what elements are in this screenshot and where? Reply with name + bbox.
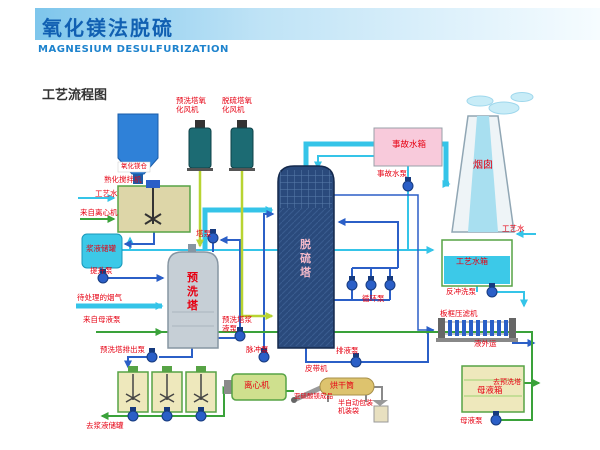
circulation-pump-1-icon bbox=[346, 275, 358, 291]
desulfurization-tower bbox=[277, 165, 335, 349]
label-prewash-fan: 预洗塔氧 化风机 bbox=[176, 96, 206, 114]
page-subtitle: MAGNESIUM DESULFURIZATION bbox=[38, 44, 229, 55]
label-backwash-pump: 反冲洗泵 bbox=[446, 287, 476, 296]
label-tower-pump: 塔泵 bbox=[196, 229, 211, 238]
drying-drum bbox=[319, 377, 375, 402]
label-pulse-pump: 脉冲泵 bbox=[246, 345, 269, 354]
section-heading: 工艺流程图 bbox=[42, 88, 108, 103]
label-packing: 半自动包装 机装袋 bbox=[338, 399, 373, 416]
slurry-tank-1 bbox=[117, 366, 149, 413]
prewash-discharge-pump-icon bbox=[146, 347, 158, 363]
label-prewash-slurry-pump: 预洗塔浆 液泵 bbox=[222, 315, 252, 333]
plate-frame-filter-press bbox=[436, 318, 518, 342]
label-process-water-tank: 工艺水箱 bbox=[456, 257, 488, 266]
mother-liquor-tank bbox=[461, 365, 525, 413]
slaking-mixer-tank bbox=[117, 180, 191, 233]
label-raw-gas: 待处理的烟气 bbox=[77, 293, 122, 302]
prewash-tower bbox=[167, 244, 219, 349]
label-product: 亚硫酸镁成品 bbox=[294, 392, 333, 400]
conveyor-lines bbox=[374, 386, 383, 402]
centrifuge bbox=[224, 373, 287, 401]
label-slaking-mixer: 熟化搅拌机 bbox=[104, 175, 142, 184]
label-from-centrifuge: 来自离心机 bbox=[80, 208, 118, 217]
label-desulf-fan: 脱硫塔氧 化风机 bbox=[222, 96, 252, 114]
slurry-tank-3 bbox=[185, 366, 217, 413]
header-gradient-band bbox=[35, 8, 600, 40]
label-process-water-right: 工艺水 bbox=[502, 224, 525, 233]
label-drying-drum: 烘干筒 bbox=[330, 381, 354, 390]
chimney bbox=[451, 115, 515, 233]
label-mgo-silo: 氧化镁仓 bbox=[121, 162, 147, 170]
desulf-oxidation-fan bbox=[229, 120, 255, 171]
label-chimney: 烟囱 bbox=[473, 160, 493, 171]
label-lift-pump: 提升泵 bbox=[90, 266, 113, 275]
flue-gas-lines bbox=[76, 141, 451, 310]
circulation-pump-3-icon bbox=[384, 275, 396, 291]
label-mother-tank: 母液箱 bbox=[477, 386, 503, 396]
label-accident-pump: 事故水泵 bbox=[377, 169, 407, 178]
mgo-silo bbox=[117, 113, 159, 184]
circulation-pump-2-icon bbox=[365, 275, 377, 291]
slurry-tank-group bbox=[117, 366, 217, 413]
label-filtrate-out: 液外运 bbox=[474, 339, 497, 348]
slurry-tank-2 bbox=[151, 366, 183, 413]
page-title: 氧化镁法脱硫 bbox=[42, 16, 174, 40]
label-process-water-left: 工艺水 bbox=[95, 189, 118, 198]
label-circulation-pump: 循环泵 bbox=[362, 294, 385, 303]
label-desulf-tower: 脱 硫 塔 bbox=[300, 238, 311, 279]
label-accident-tank: 事故水箱 bbox=[392, 140, 427, 150]
clouds bbox=[466, 92, 534, 115]
packing-machine bbox=[372, 400, 389, 423]
label-filter-press: 板框压滤机 bbox=[440, 309, 478, 318]
drain-pump-icon bbox=[350, 352, 362, 368]
slurry-lines bbox=[100, 194, 536, 369]
label-prewash-discharge-pump: 预洗塔排出泵 bbox=[100, 345, 145, 354]
label-slurry-tank: 浆液储罐 bbox=[86, 244, 116, 253]
label-from-mother-pump: 来自母液泵 bbox=[83, 315, 121, 324]
label-mother-pump: 母液泵 bbox=[460, 416, 483, 425]
mother-pump-icon bbox=[490, 410, 502, 426]
label-to-slurry-tank: 去浆液储罐 bbox=[86, 421, 124, 430]
prewash-oxidation-fan bbox=[187, 120, 213, 171]
label-to-prewash: 去预洗塔 bbox=[493, 378, 521, 386]
process-water-tank bbox=[441, 239, 513, 287]
label-prewash-tower: 预 洗 塔 bbox=[187, 271, 198, 312]
label-centrifuge: 离心机 bbox=[244, 381, 270, 391]
emergency-pump-icon bbox=[402, 176, 414, 192]
slurry-storage-tank bbox=[81, 233, 123, 269]
label-drain-pump: 排液泵 bbox=[336, 346, 359, 355]
emergency-water-tank bbox=[373, 127, 443, 167]
oxidation-air-lines bbox=[196, 171, 274, 320]
label-belt-conveyor: 皮带机 bbox=[305, 364, 328, 373]
